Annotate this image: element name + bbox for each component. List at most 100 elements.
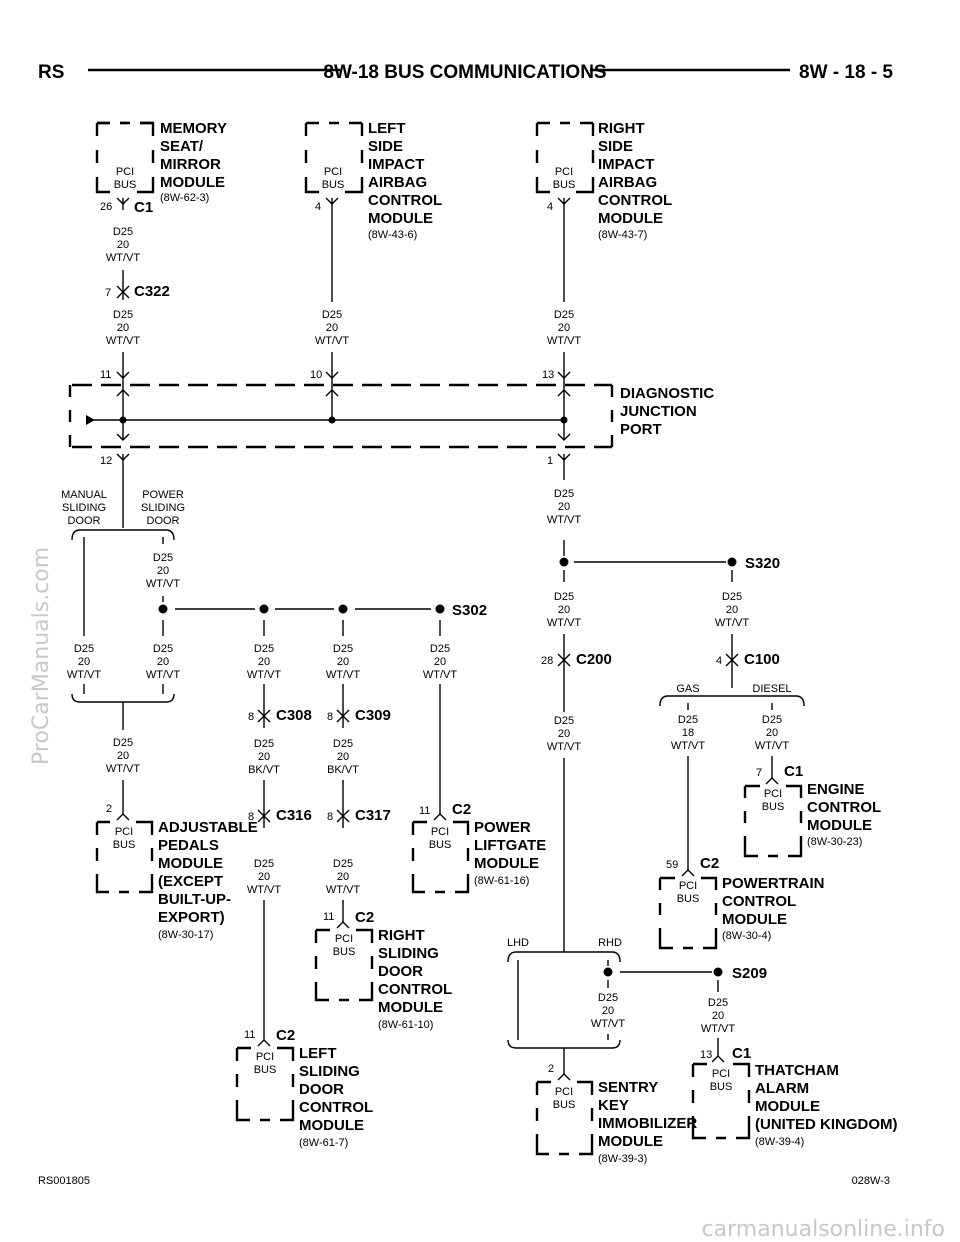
wire-color: BK/VT (327, 764, 359, 776)
module-name: SLIDING (299, 1063, 360, 1080)
pin-number: 12 (100, 455, 112, 467)
connector-id: C322 (134, 283, 170, 300)
footer-left: RS001805 (38, 1175, 90, 1187)
module-name: SENTRY (598, 1079, 658, 1096)
wire-gauge: 20 (558, 501, 570, 513)
option-label: RHD (598, 937, 622, 949)
memory-seat-module: PCI BUS MEMORY SEAT/ MIRROR MODULE (8W-6… (95, 120, 227, 216)
right-airbag-module: PCI BUS RIGHT SIDE IMPACT AIRBAG CONTROL… (535, 120, 672, 241)
wire-gauge: 20 (726, 604, 738, 616)
wire-gauge: 20 (117, 322, 129, 334)
wire-gauge: 20 (558, 604, 570, 616)
wire-code: D25 (113, 309, 133, 321)
pci-label: PCI (555, 1086, 573, 1098)
wire-code: D25 (678, 714, 698, 726)
diagnostic-junction-port: DIAGNOSTIC JUNCTION PORT 11 10 13 12 1 (68, 369, 714, 467)
pci-label: PCI (764, 788, 782, 800)
pci-label: PCI (431, 826, 449, 838)
engine-control-module: PCI BUS ENGINE CONTROL MODULE (8W-30-23) (743, 781, 881, 858)
module-name: ADJUSTABLE (158, 819, 258, 836)
pin-number: 8 (327, 811, 333, 823)
wire-gauge: 20 (712, 1010, 724, 1022)
connector-id: C200 (576, 651, 612, 668)
wire-color: WT/VT (715, 617, 749, 629)
module-name: CONTROL (598, 192, 672, 209)
pin-number: 11 (323, 911, 334, 923)
module-name: ALARM (755, 1080, 809, 1097)
module-ref: (8W-30-17) (158, 929, 213, 941)
wire-color: BK/VT (248, 764, 280, 776)
wire-gauge: 20 (766, 727, 778, 739)
wire-code: D25 (113, 737, 133, 749)
bus-label: BUS (322, 179, 345, 191)
module-name: LEFT (299, 1045, 337, 1062)
pin-number: 28 (541, 655, 553, 667)
module-name: MODULE (368, 210, 433, 227)
wire-code: D25 (554, 488, 574, 500)
module-name: KEY (598, 1097, 629, 1114)
option-label: POWER (142, 489, 184, 501)
module-name: ENGINE (807, 781, 865, 798)
module-name: CONTROL (722, 893, 796, 910)
wire-color: WT/VT (106, 335, 140, 347)
wire-gauge: 20 (337, 751, 349, 763)
pin-number: 2 (106, 803, 112, 815)
module-name: MODULE (598, 1133, 663, 1150)
module-ref: (8W-30-23) (807, 836, 862, 848)
wire-color: WT/VT (591, 1018, 625, 1030)
sentry-key-immobilizer-module: PCI BUS SENTRY KEY IMMOBILIZER MODULE (8… (535, 1079, 697, 1165)
wire-color: WT/VT (547, 741, 581, 753)
pin-number: 11 (100, 369, 111, 381)
bus-label: BUS (762, 801, 785, 813)
pin-number: 4 (315, 201, 321, 213)
module-ref: (8W-39-4) (755, 1136, 804, 1148)
module-name: MODULE (158, 855, 223, 872)
bus-label: BUS (553, 179, 576, 191)
wire-code: D25 (554, 309, 574, 321)
option-label: SLIDING (62, 502, 106, 514)
module-name: POWER (474, 819, 531, 836)
wire-gauge: 20 (117, 239, 129, 251)
module-name: SLIDING (378, 945, 439, 962)
pin-number: 4 (547, 201, 553, 213)
wire-code: D25 (254, 858, 274, 870)
option-label: DOOR (147, 515, 180, 527)
pin-number: 13 (700, 1049, 712, 1061)
connector-id: C1 (732, 1045, 751, 1062)
connector-id: C1 (134, 199, 153, 216)
pci-label: PCI (256, 1051, 274, 1063)
wire-code: D25 (333, 643, 353, 655)
module-name: AIRBAG (598, 174, 657, 191)
left-sliding-door-module: PCI BUS LEFT SLIDING DOOR CONTROL MODULE… (235, 1045, 373, 1149)
module-name: LIFTGATE (474, 837, 546, 854)
wire-color: WT/VT (701, 1023, 735, 1035)
module-name: SIDE (368, 138, 403, 155)
module-name: SIDE (598, 138, 633, 155)
pin-number: 8 (327, 711, 333, 723)
wire-code: D25 (254, 643, 274, 655)
pci-label: PCI (555, 166, 573, 178)
module-name: PORT (620, 421, 662, 438)
header-left: RS (38, 62, 64, 83)
wire-gauge: 20 (558, 322, 570, 334)
module-name: RIGHT (598, 120, 645, 137)
module-name: MODULE (160, 174, 225, 191)
module-ref: (8W-30-4) (722, 930, 771, 942)
module-name: PEDALS (158, 837, 219, 854)
bus-label: BUS (429, 839, 452, 851)
module-name: (EXCEPT (158, 873, 223, 890)
connector-id: C2 (355, 909, 374, 926)
module-ref: (8W-61-7) (299, 1137, 348, 1149)
connector-id: C2 (452, 801, 471, 818)
bus-label: BUS (677, 893, 700, 905)
module-ref: (8W-39-3) (598, 1153, 647, 1165)
module-ref: (8W-43-6) (368, 229, 417, 241)
splice-id: S302 (452, 602, 487, 619)
adjustable-pedals-module: PCI BUS ADJUSTABLE PEDALS MODULE (EXCEPT… (95, 819, 258, 941)
wire-gauge: 20 (337, 656, 349, 668)
pin-number: 7 (105, 287, 111, 299)
module-ref: (8W-43-7) (598, 229, 647, 241)
bus-label: BUS (114, 179, 137, 191)
module-name: BUILT-UP- (158, 891, 231, 908)
module-ref: (8W-61-10) (378, 1019, 433, 1031)
